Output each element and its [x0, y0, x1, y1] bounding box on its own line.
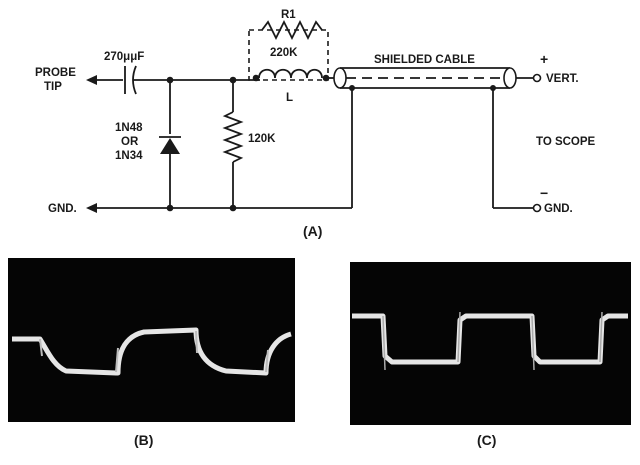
inductor-label: L — [286, 92, 293, 104]
plus-sign: + — [540, 51, 548, 67]
diode-label-line2: OR — [121, 136, 139, 148]
vert-label: VERT. — [546, 73, 579, 85]
scope-screen-c — [350, 262, 631, 425]
cable-label: SHIELDED CABLE — [374, 54, 475, 66]
gnd-left-label: GND. — [48, 203, 77, 215]
probe-tip-arrow-icon — [86, 75, 97, 85]
caption-b: (B) — [134, 432, 153, 448]
r1-resistor-symbol — [261, 19, 323, 41]
junction-dot — [166, 204, 174, 212]
junction-dot — [229, 204, 237, 212]
resistor-symbol — [222, 111, 244, 163]
diode-symbol — [159, 136, 181, 154]
shielded-cable — [326, 67, 517, 91]
gnd-right-label: GND. — [544, 203, 573, 215]
junction-dot — [252, 74, 260, 82]
to-scope-label: TO SCOPE — [536, 136, 596, 148]
caption-a: (A) — [303, 223, 322, 239]
gnd-arrow-icon — [86, 203, 97, 213]
minus-sign: − — [540, 185, 548, 201]
resistor-label: 120K — [248, 133, 276, 145]
scope-screen-b — [8, 258, 295, 422]
diode-label-line1: 1N48 — [115, 122, 143, 134]
vert-terminal — [532, 73, 542, 83]
caption-c: (C) — [477, 432, 496, 448]
schematic-a: PROBE TIP 270μμF R1 220K L 1N48 OR 1N34 … — [35, 9, 596, 239]
r1-name-label: R1 — [281, 9, 296, 21]
r1-value-label: 220K — [270, 47, 298, 59]
gnd-terminal — [532, 203, 542, 213]
diode-label-line3: 1N34 — [115, 150, 143, 162]
inductor-symbol — [258, 68, 323, 79]
probe-label-line1: PROBE — [35, 67, 76, 79]
capacitor-label: 270μμF — [104, 51, 144, 63]
probe-label-line2: TIP — [44, 81, 62, 93]
